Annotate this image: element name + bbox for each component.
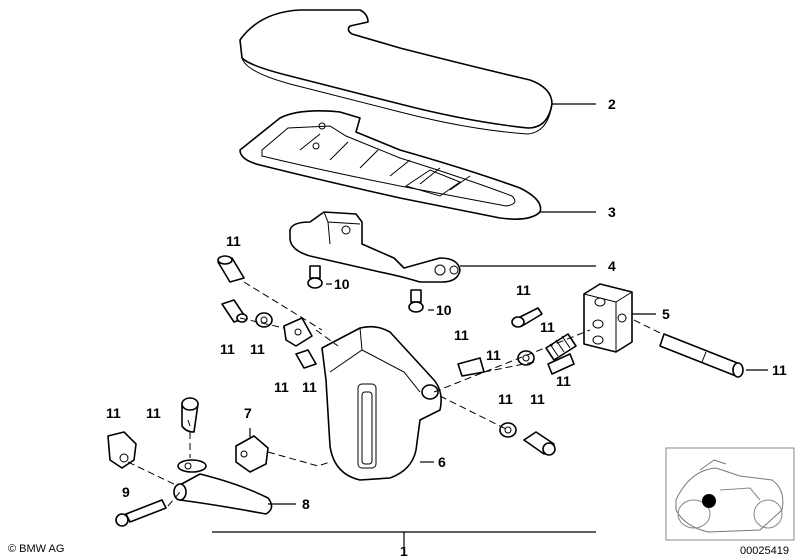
part-11-pin-right (659, 333, 744, 378)
callout-5: 5 (662, 306, 670, 322)
callout-4: 4 (608, 258, 616, 274)
part-11-washer-b (517, 350, 535, 366)
callout-11: 11 (454, 327, 469, 343)
part-11-spring (545, 333, 577, 361)
callout-11: 11 (274, 379, 289, 395)
location-marker (702, 494, 716, 508)
part-11-plug-a (221, 299, 248, 323)
part-10-screw-lower (408, 289, 424, 313)
callout-11: 11 (772, 362, 787, 378)
part-7-clip (235, 435, 269, 473)
callout-1: 1 (400, 543, 408, 559)
callout-6: 6 (438, 454, 446, 470)
callout-9: 9 (122, 484, 130, 500)
part-2-pad (239, 9, 553, 135)
callout-11: 11 (106, 405, 121, 421)
part-11-sleeve (181, 397, 199, 433)
part-5-block (583, 283, 633, 353)
part-9-bolt (115, 499, 167, 527)
part-11-pin-a (217, 255, 245, 283)
part-11-clip (283, 317, 313, 347)
vehicle-thumbnail (665, 447, 795, 541)
part-11-pin-b (295, 349, 317, 369)
callout-11: 11 (146, 405, 161, 421)
callout-11: 11 (250, 341, 265, 357)
copyright-label: © BMW AG (8, 543, 64, 555)
callout-8: 8 (302, 496, 310, 512)
callout-10-upper: 10 (334, 276, 350, 292)
callout-7: 7 (244, 405, 252, 421)
part-3-grate (239, 110, 542, 220)
alignment-lines (127, 281, 663, 507)
callout-3: 3 (608, 204, 616, 220)
callout-11: 11 (226, 233, 241, 249)
part-11-plug-b (523, 431, 556, 456)
callout-11: 11 (530, 391, 545, 407)
callout-11: 11 (516, 282, 531, 298)
callout-11: 11 (540, 319, 555, 335)
callout-labels: 2 3 4 5 6 7 8 9 1 10 10 11 11 11 11 11 1… (106, 96, 787, 559)
callout-11: 11 (498, 391, 513, 407)
callout-2: 2 (608, 96, 616, 112)
part-11-bolt-upper (511, 307, 543, 328)
part-11-washer-c (499, 422, 517, 438)
part-10-screw-upper (307, 265, 323, 289)
part-4-bracket (289, 211, 461, 283)
image-number: 00025419 (740, 545, 789, 557)
part-6-holder (321, 325, 442, 481)
leader-lines (212, 103, 768, 546)
callout-11: 11 (556, 373, 571, 389)
callout-11: 11 (302, 379, 317, 395)
part-11-pin-d (547, 353, 575, 375)
part-11-eyelet (107, 431, 137, 469)
part-8-footpeg (173, 459, 273, 515)
part-11-washer-a (255, 312, 273, 328)
callout-10-lower: 10 (436, 302, 452, 318)
callout-11: 11 (220, 341, 235, 357)
callout-11: 11 (486, 347, 501, 363)
